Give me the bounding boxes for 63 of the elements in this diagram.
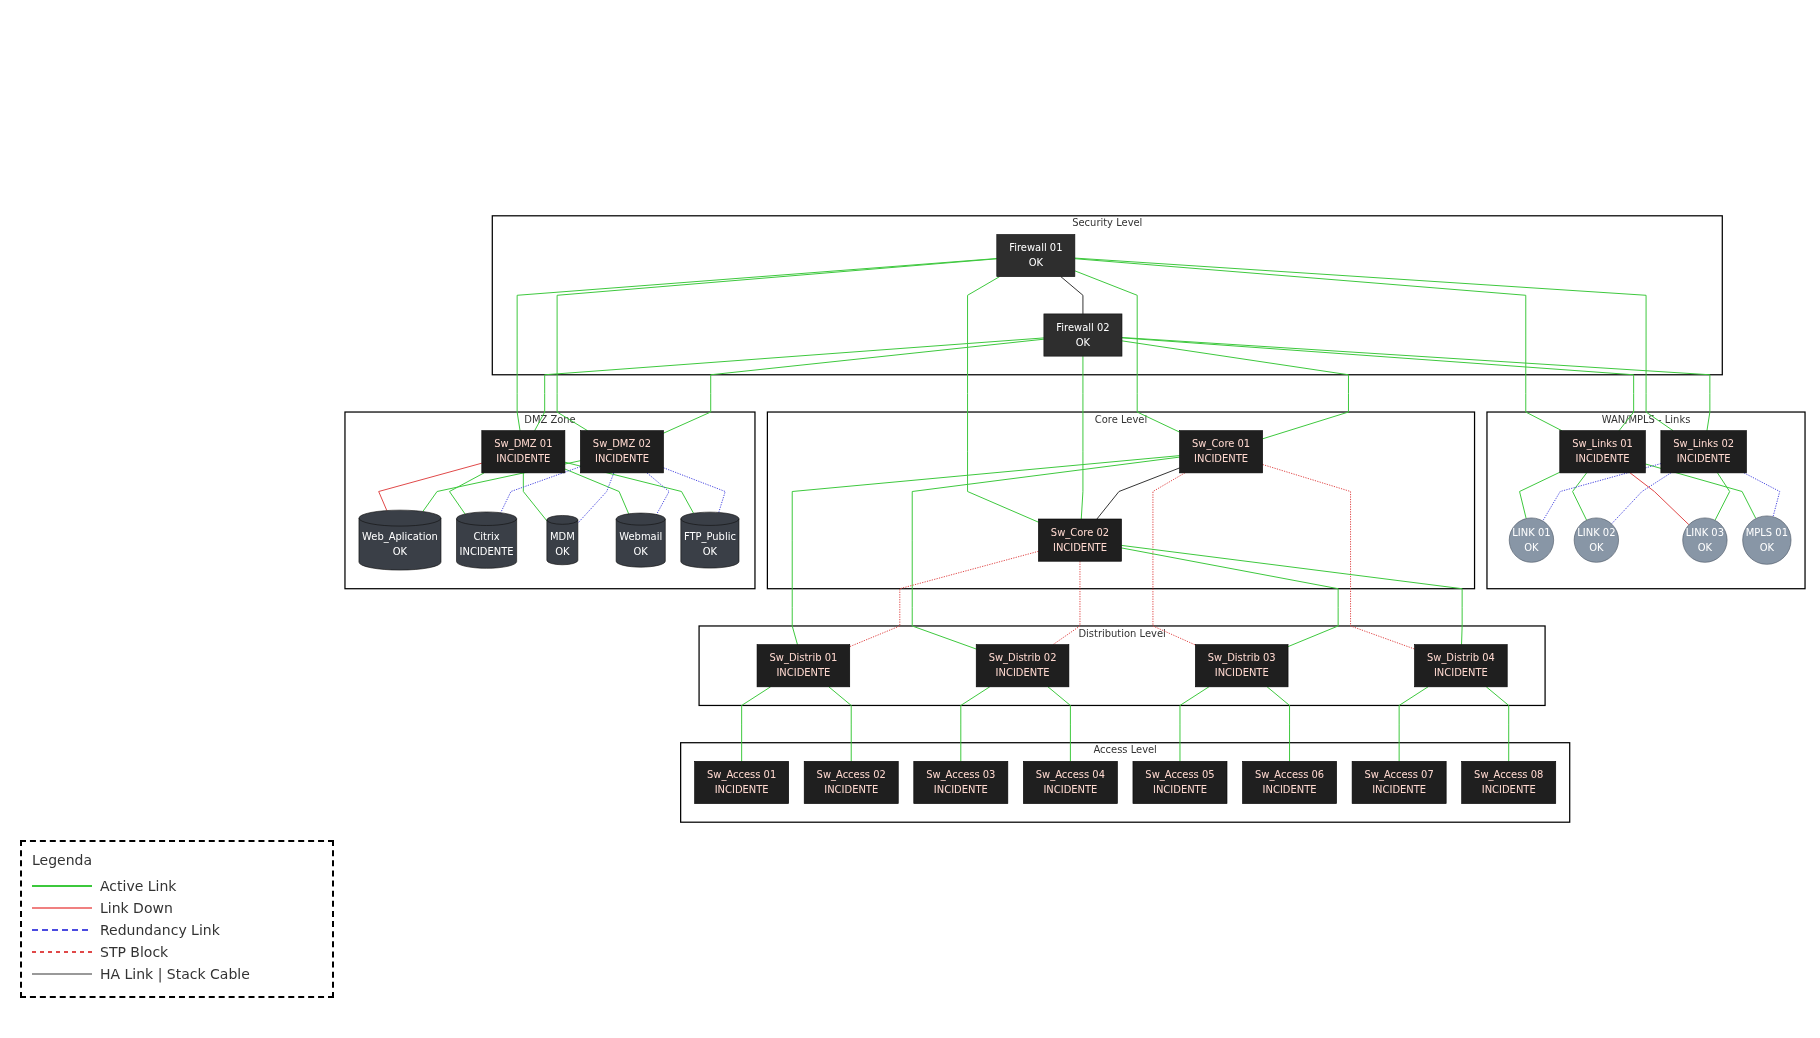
node-box: Sw_Distrib 02 INCIDENTE xyxy=(975,644,1070,688)
node-box: Sw_Access 08 INCIDENTE xyxy=(1461,761,1557,804)
connector xyxy=(741,686,772,762)
connector xyxy=(1074,270,1181,433)
connector xyxy=(1121,340,1349,440)
legend-label: HA Link | Stack Cable xyxy=(100,966,250,982)
connector xyxy=(1074,258,1563,432)
node-circle: LINK 02 OK xyxy=(1573,517,1619,563)
connector xyxy=(1542,463,1662,522)
node-box: Sw_Links 02 INCIDENTE xyxy=(1660,430,1747,474)
connector xyxy=(1052,560,1081,646)
connector xyxy=(828,686,852,762)
node-box: Firewall 02 OK xyxy=(1043,313,1123,357)
connector xyxy=(564,468,630,515)
connector xyxy=(534,337,1045,432)
node-box: Sw_Links 01 INCIDENTE xyxy=(1559,430,1646,474)
node-box: Sw_Access 06 INCIDENTE xyxy=(1242,761,1337,804)
node-circle: LINK 03 OK xyxy=(1682,517,1728,563)
connector xyxy=(1060,276,1084,315)
node-circle: MPLS 01 OK xyxy=(1742,515,1792,565)
node-box: Sw_Access 04 INCIDENTE xyxy=(1023,761,1118,804)
connector xyxy=(791,455,1181,646)
legend-label: Redundancy Link xyxy=(100,922,220,938)
connector xyxy=(1074,257,1674,432)
legend-title: Legenda xyxy=(32,852,92,868)
node-box: Sw_Core 02 INCIDENTE xyxy=(1038,518,1122,562)
node-box: Sw_DMZ 02 INCIDENTE xyxy=(580,430,664,474)
connector xyxy=(849,550,1039,648)
connector xyxy=(663,338,1045,434)
legend-label: Active Link xyxy=(100,878,177,894)
node-circle: LINK 01 OK xyxy=(1508,517,1554,563)
connector xyxy=(1266,686,1291,762)
legend-label: Link Down xyxy=(100,900,173,916)
connector xyxy=(960,686,991,762)
connector xyxy=(1096,467,1181,520)
node-box: Sw_Access 01 INCIDENTE xyxy=(694,761,789,804)
node-box: Sw_DMZ 01 INCIDENTE xyxy=(481,430,566,474)
node-box: Sw_Access 05 INCIDENTE xyxy=(1132,761,1228,804)
connector xyxy=(1485,686,1510,762)
node-box: Sw_Access 02 INCIDENTE xyxy=(803,761,899,804)
connector xyxy=(1047,686,1071,762)
connector xyxy=(911,456,1181,650)
node-box: Sw_Access 03 INCIDENTE xyxy=(913,761,1009,804)
connector xyxy=(1179,686,1210,762)
connector xyxy=(1152,472,1196,646)
connector xyxy=(1398,686,1429,762)
connector xyxy=(1080,355,1084,520)
connector xyxy=(1121,544,1463,646)
connector xyxy=(1121,547,1339,648)
connector xyxy=(1262,464,1416,650)
connector xyxy=(1629,472,1690,526)
connector xyxy=(663,467,726,513)
legend-label: STP Block xyxy=(100,944,169,960)
node-box: Sw_Distrib 04 INCIDENTE xyxy=(1414,644,1508,688)
node-box: Sw_Core 01 INCIDENTE xyxy=(1179,430,1263,474)
node-box: Firewall 01 OK xyxy=(996,234,1076,277)
connector xyxy=(967,276,1039,523)
connector xyxy=(378,462,483,512)
connector xyxy=(522,472,548,522)
node-box: Sw_Access 07 INCIDENTE xyxy=(1351,761,1447,804)
node-box: Sw_Distrib 01 INCIDENTE xyxy=(756,644,851,688)
node-box: Sw_Distrib 03 INCIDENTE xyxy=(1195,644,1289,688)
connector xyxy=(577,472,615,524)
